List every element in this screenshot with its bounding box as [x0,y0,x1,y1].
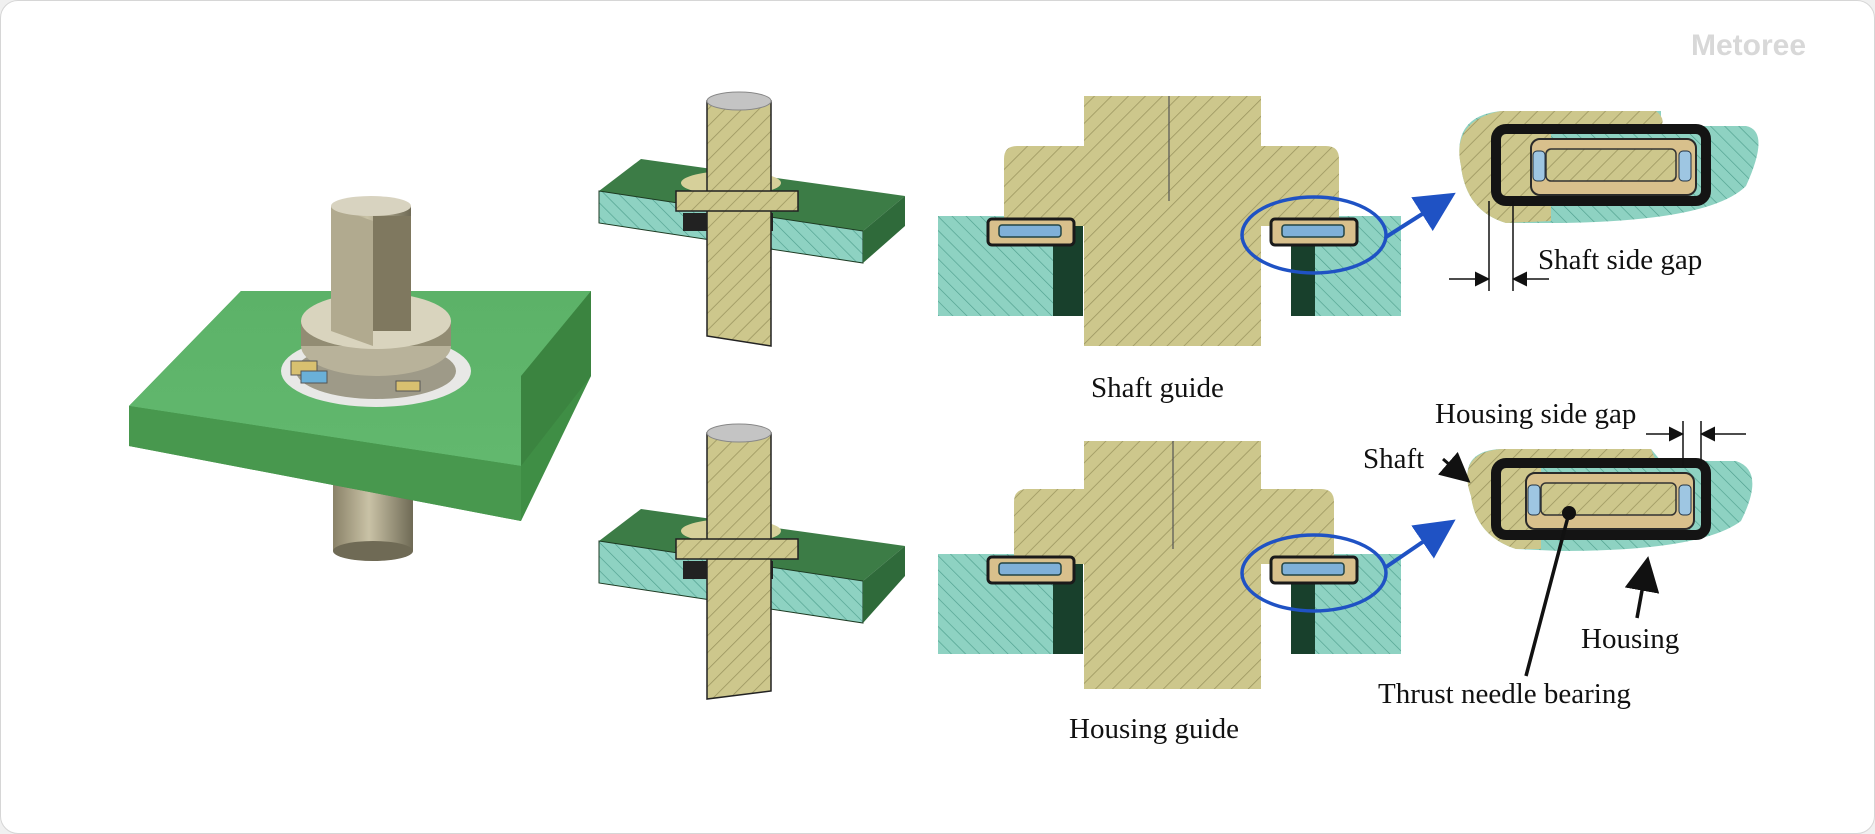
cross-section-housing-guide [938,441,1456,689]
label-shaft-side-gap: Shaft side gap [1538,244,1702,276]
section-view-shaft-guide [598,91,905,347]
label-shaft: Shaft [1363,443,1424,475]
detail-view-housing-guide: Housing side gap Shaft Housing Thrust ne… [1363,398,1753,710]
label-housing-guide: Housing guide [1069,713,1239,745]
label-thrust-needle-bearing: Thrust needle bearing [1378,678,1631,710]
label-shaft-guide: Shaft guide [1091,372,1224,404]
label-housing-side-gap: Housing side gap [1435,398,1636,430]
detail-view-shaft-guide: Shaft side gap [1449,111,1759,291]
label-housing: Housing [1581,623,1679,655]
watermark-text: Metoree [1691,29,1806,62]
assembly-3d-view [129,196,591,561]
section-view-housing-guide [598,423,905,700]
cross-section-shaft-guide [938,96,1456,346]
